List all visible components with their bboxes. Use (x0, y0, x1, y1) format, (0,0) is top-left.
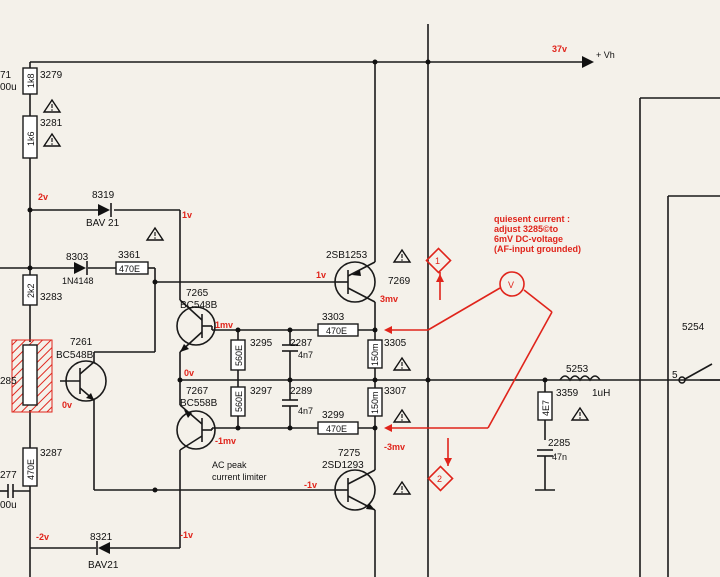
c-partial-left2: 00u (0, 82, 17, 93)
diodes (74, 203, 112, 555)
r3307-value: 150m (370, 391, 380, 414)
measurement-overlay: V 1 2 quiesent current : adjust 3285©to … (384, 214, 581, 492)
r3287-ref: 3287 (40, 448, 63, 459)
labels: 37v + Vh 71 00u 3279 1k8 3281 1k6 2v 831… (0, 44, 705, 571)
warning-icon (570, 406, 590, 421)
d8303-type: 1N4148 (62, 276, 94, 286)
note-line-2: adjust 3285©to (494, 224, 559, 234)
capacitors (0, 344, 553, 498)
l5253-ref: 5253 (566, 364, 589, 375)
r3279-value: 1k8 (26, 73, 36, 88)
r3303-value: 470E (326, 326, 347, 336)
r3361-value: 470E (119, 264, 140, 274)
r3299-ref: 3299 (322, 410, 345, 421)
volt-2v: 2v (38, 192, 48, 202)
t7275-ref: 7275 (338, 448, 361, 459)
c2289-ref: 2289 (290, 386, 313, 397)
c-partial-left: 71 (0, 70, 12, 81)
warning-icons (42, 98, 590, 495)
r3287-value: 470E (26, 459, 36, 480)
resistors (11, 67, 553, 487)
c2287-ref: 2287 (290, 338, 313, 349)
c2285-value: 47n (552, 452, 567, 462)
limiter-line-2: current limiter (212, 472, 267, 482)
t7269-ref: 7269 (388, 276, 411, 287)
volt-neg1v: -1v (304, 480, 317, 490)
wires (0, 24, 720, 577)
r3279-ref: 3279 (40, 70, 63, 81)
volt-0v-b: 0v (184, 368, 194, 378)
t7269-type: 2SB1253 (326, 250, 368, 261)
r3281-ref: 3281 (40, 118, 63, 129)
r3359-value: 4E7 (541, 400, 551, 416)
c2289-value: 4n7 (298, 406, 313, 416)
r3281-value: 1k6 (26, 131, 36, 146)
r3297-ref: 3297 (250, 386, 273, 397)
r3285-partial: 285 (0, 376, 17, 387)
supply-rail: + Vh (596, 50, 615, 60)
r3295-value: 560E (234, 345, 244, 366)
t7265-ref: 7265 (186, 288, 209, 299)
r3305-value: 150m (370, 343, 380, 366)
t7261-type: BC548B (56, 350, 94, 361)
t7275-type: 2SD1293 (322, 460, 364, 471)
volt-neg1v-b: -1v (180, 530, 193, 540)
d8319-type: BAV 21 (86, 218, 120, 229)
warning-icon (145, 226, 165, 241)
c277-partial: 277 (0, 470, 17, 481)
note-line-3: 6mV DC-voltage (494, 234, 563, 244)
d8321-ref: 8321 (90, 532, 113, 543)
d8321-type: BAV21 (88, 560, 119, 571)
volt-neg3mv: -3mv (384, 442, 405, 452)
marker-2: 2 (437, 474, 442, 484)
r3303-ref: 3303 (322, 312, 345, 323)
meter-label: V (508, 280, 514, 290)
l5253-value: 1uH (592, 388, 610, 399)
switch-ref: 5254 (682, 322, 705, 333)
r3361-ref: 3361 (118, 250, 141, 261)
warning-icon (42, 98, 62, 113)
r3295-ref: 3295 (250, 338, 273, 349)
warning-icon (392, 248, 412, 263)
r3305-ref: 3305 (384, 338, 407, 349)
t7265-type: BC548B (180, 300, 218, 311)
volt-1v-b: 1v (316, 270, 326, 280)
warning-icon (392, 408, 412, 423)
d8303-ref: 8303 (66, 252, 89, 263)
r3283-ref: 3283 (40, 292, 63, 303)
warning-icon (42, 132, 62, 147)
t7267-type: BC558B (180, 398, 218, 409)
note-line-4: (AF-input grounded) (494, 244, 581, 254)
inductor-5253 (559, 375, 601, 382)
note-line-1: quiesent current : (494, 214, 570, 224)
volt-1v: 1v (182, 210, 192, 220)
warning-icon (392, 356, 412, 371)
c2285-ref: 2285 (548, 438, 571, 449)
switch-5254 (678, 363, 720, 384)
c277-partial2: 00u (0, 500, 17, 511)
t7267-ref: 7267 (186, 386, 209, 397)
supply-arrow (582, 56, 594, 68)
volt-neg1mv: -1mv (215, 436, 236, 446)
volt-0v-a: 0v (62, 400, 72, 410)
volt-neg2v: -2v (36, 532, 49, 542)
transistors (60, 261, 376, 511)
limiter-line-1: AC peak (212, 460, 247, 470)
d8319-ref: 8319 (92, 190, 115, 201)
marker-1: 1 (435, 256, 440, 266)
warning-icon (392, 480, 412, 495)
supply-voltage: 37v (552, 44, 567, 54)
volt-1mv: 1mv (215, 320, 233, 330)
r3307-ref: 3307 (384, 386, 407, 397)
r3299-value: 470E (326, 424, 347, 434)
r3359-ref: 3359 (556, 388, 579, 399)
c2287-value: 4n7 (298, 350, 313, 360)
volt-3mv: 3mv (380, 294, 398, 304)
r3283-value: 2k2 (26, 283, 36, 298)
junction-dots (27, 59, 548, 493)
switch-pin: 5 (672, 370, 678, 381)
r3297-value: 560E (234, 391, 244, 412)
t7261-ref: 7261 (70, 337, 93, 348)
